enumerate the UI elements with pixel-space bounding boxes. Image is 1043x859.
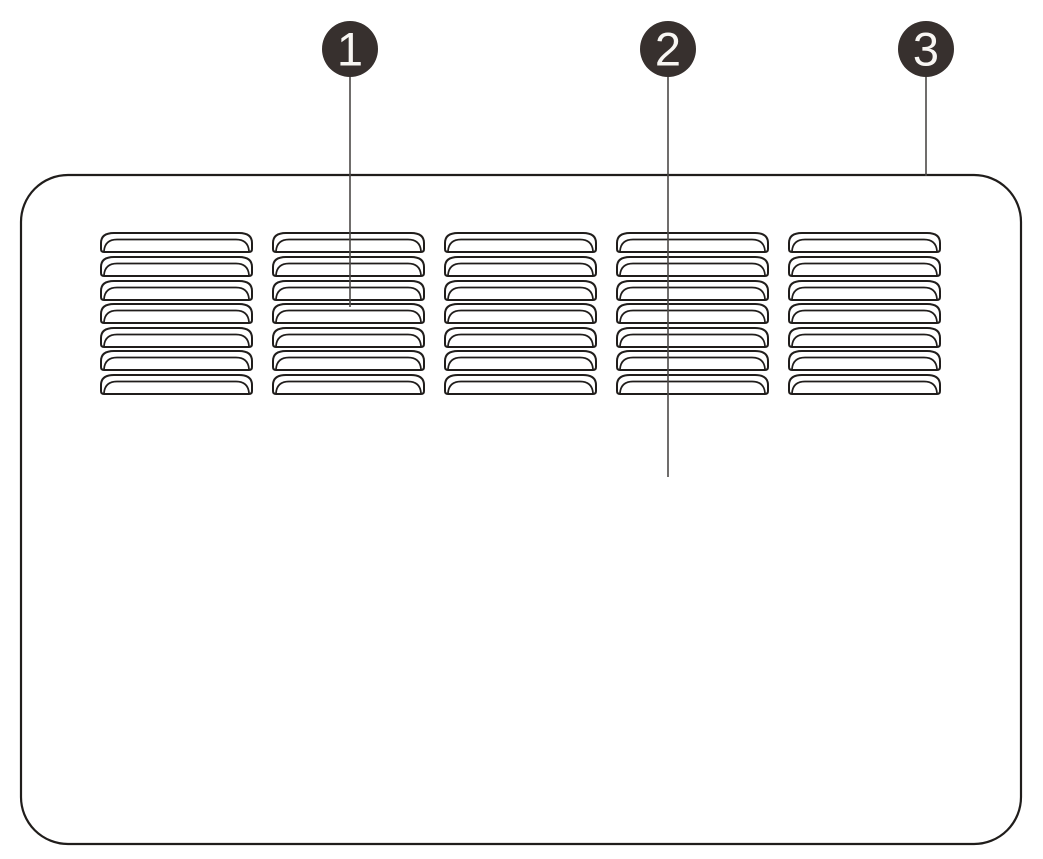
vent-slat-outline-g4-r1 (616, 232, 769, 253)
vent-slat-facet-line-g1-r2 (103, 262, 250, 276)
vent-slat-outline-g4-r3 (616, 280, 769, 301)
vent-slat-outline-g4-r2 (616, 256, 769, 277)
vent-slat-facet-line-g3-r4 (447, 309, 594, 323)
vent-slat-outline-g3-r5 (444, 327, 597, 348)
vent-slat-outline-g5-r4 (788, 303, 941, 324)
vent-slat-facet-line-g3-r7 (447, 380, 594, 394)
vent-slat-facet-line-g2-r7 (275, 380, 422, 394)
vent-slat-outline-g3-r7 (444, 374, 597, 395)
vent-slat-outline-g1-r7 (100, 374, 253, 395)
vent-slat-facet-line-g2-r3 (275, 286, 422, 300)
callout-2-number: 2 (655, 22, 681, 75)
vent-slat-outline-g2-r4 (272, 303, 425, 324)
vent-slat-outline-g1-r4 (100, 303, 253, 324)
vent-slat-facet-line-g1-r4 (103, 309, 250, 323)
vent-slat-outline-g2-r7 (272, 374, 425, 395)
vent-slat-facet-line-g2-r4 (275, 309, 422, 323)
vent-slat-outline-g4-r6 (616, 350, 769, 371)
vent-slat-outline-g3-r1 (444, 232, 597, 253)
vent-slat-outline-g2-r2 (272, 256, 425, 277)
vent-slat-outline-g2-r3 (272, 280, 425, 301)
vent-slat-outline-g4-r5 (616, 327, 769, 348)
vent-slat-facet-line-g4-r7 (619, 380, 766, 394)
vent-slat-facet-line-g1-r7 (103, 380, 250, 394)
vent-slat-facet-line-g1-r5 (103, 333, 250, 347)
vent-slat-facet-line-g3-r5 (447, 333, 594, 347)
vent-slat-facet-line-g4-r1 (619, 238, 766, 252)
panel-outline (19, 173, 1023, 846)
vent-slat-facet-line-g3-r2 (447, 262, 594, 276)
vent-slat-facet-line-g3-r1 (447, 238, 594, 252)
vent-slat-facet-line-g2-r5 (275, 333, 422, 347)
vent-slat-facet-line-g3-r6 (447, 356, 594, 370)
vent-slat-outline-g3-r2 (444, 256, 597, 277)
vent-slat-outline-g1-r3 (100, 280, 253, 301)
vent-slat-outline-g2-r1 (272, 232, 425, 253)
vent-slat-facet-line-g1-r6 (103, 356, 250, 370)
vent-slat-outline-g1-r1 (100, 232, 253, 253)
vent-slat-outline-g1-r6 (100, 350, 253, 371)
vent-slat-outline-g1-r2 (100, 256, 253, 277)
vent-slat-outline-g5-r5 (788, 327, 941, 348)
vent-slat-facet-line-g5-r3 (791, 286, 938, 300)
vent-slat-outline-g3-r6 (444, 350, 597, 371)
callout-3-number: 3 (913, 22, 939, 75)
vent-slat-facet-line-g4-r2 (619, 262, 766, 276)
vent-slat-facet-line-g2-r1 (275, 238, 422, 252)
vent-slat-facet-line-g4-r5 (619, 333, 766, 347)
vent-slat-outline-g2-r5 (272, 327, 425, 348)
vent-slat-outline-g5-r3 (788, 280, 941, 301)
vent-slat-outline-g4-r4 (616, 303, 769, 324)
vent-slat-facet-line-g5-r4 (791, 309, 938, 323)
vent-slat-outline-g3-r3 (444, 280, 597, 301)
vent-slat-facet-line-g5-r6 (791, 356, 938, 370)
vent-slat-outline-g1-r5 (100, 327, 253, 348)
vent-slat-outline-g5-r6 (788, 350, 941, 371)
callout-2-marker (640, 21, 696, 77)
vent-slat-outline-g5-r1 (788, 232, 941, 253)
vent-slat-outline-g5-r7 (788, 374, 941, 395)
vent-slat-facet-line-g1-r3 (103, 286, 250, 300)
vent-slat-outline-g2-r6 (272, 350, 425, 371)
vent-slat-facet-line-g2-r6 (275, 356, 422, 370)
callout-1-marker (322, 21, 378, 77)
vent-slat-outline-g3-r4 (444, 303, 597, 324)
vent-slat-outline-g5-r2 (788, 256, 941, 277)
vent-slat-outline-g4-r7 (616, 374, 769, 395)
callout-3-marker (898, 21, 954, 77)
vent-slat-facet-line-g5-r1 (791, 238, 938, 252)
vent-slat-facet-line-g5-r7 (791, 380, 938, 394)
vent-slat-facet-line-g4-r3 (619, 286, 766, 300)
vent-slat-facet-line-g2-r2 (275, 262, 422, 276)
vent-slat-facet-line-g4-r6 (619, 356, 766, 370)
vent-slat-facet-line-g5-r2 (791, 262, 938, 276)
vent-slat-facet-line-g1-r1 (103, 238, 250, 252)
vent-slat-facet-line-g4-r4 (619, 309, 766, 323)
vent-slat-facet-line-g3-r3 (447, 286, 594, 300)
callout-1-number: 1 (337, 22, 363, 75)
vent-slat-facet-line-g5-r5 (791, 333, 938, 347)
